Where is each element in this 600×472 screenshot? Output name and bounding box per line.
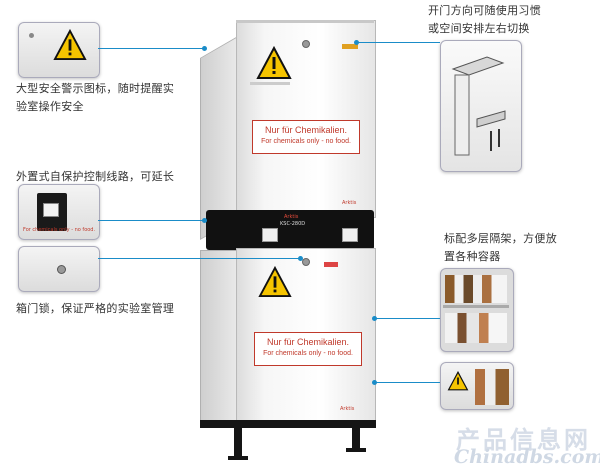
callout-dot-hinge	[354, 40, 359, 45]
upper-cabinet-door[interactable]	[236, 20, 376, 218]
upper-cabinet-top	[236, 20, 374, 23]
warning-triangle-icon	[447, 371, 469, 391]
stand-leg	[234, 428, 242, 458]
lower-label-en: For chemicals only - no food.	[263, 350, 353, 357]
caption-hinge: 开门方向可随使用习惯 或空间安排左右切换	[428, 4, 541, 35]
callout-line-warning	[98, 48, 204, 49]
lock-icon[interactable]	[302, 40, 310, 48]
thumb-shelves	[440, 268, 514, 352]
lower-chemical-label: Nur für Chemikalien. For chemicals only …	[254, 332, 362, 366]
upper-chemical-label: Nur für Chemikalien. For chemicals only …	[252, 120, 360, 154]
warning-triangle-icon	[53, 29, 87, 61]
callout-line-control	[98, 220, 204, 221]
socket-icon[interactable]	[262, 228, 278, 242]
upper-brand-badge	[342, 44, 358, 49]
thumb-warning	[18, 22, 100, 78]
shelf-divider	[443, 305, 509, 308]
upper-label-de: Nur für Chemikalien.	[264, 125, 348, 135]
stand-base	[200, 420, 376, 428]
control-brand: Arktis	[284, 214, 299, 220]
callout-dot-shelves	[372, 316, 377, 321]
control-model: KSC-280D	[280, 221, 306, 227]
callout-line-hinge	[356, 42, 440, 43]
lock-icon	[57, 265, 66, 274]
callout-line-lock	[98, 258, 300, 259]
thumb-hinge	[440, 40, 522, 172]
callout-line-shelves	[374, 318, 440, 319]
lower-brand-badge	[324, 262, 338, 267]
upper-brand-text: Arktis	[342, 200, 357, 206]
thumb-lock	[18, 246, 100, 292]
lower-cabinet-side	[200, 250, 238, 422]
stand-foot	[228, 456, 248, 460]
stand-leg	[352, 428, 360, 450]
socket-icon[interactable]	[342, 228, 358, 242]
thumb-warning-screw	[29, 33, 34, 38]
callout-dot-door	[372, 380, 377, 385]
upper-warning-caption	[250, 82, 290, 85]
caption-shelves: 标配多层隔架，方便放 置各种容器	[444, 232, 557, 263]
caption-warning: 大型安全警示图标，随时提醒实 验室操作安全	[16, 82, 175, 113]
callout-dot-lock	[298, 256, 303, 261]
caption-lock: 箱门锁，保证严格的实验室管理	[16, 302, 175, 315]
thumb-control: For chemicals only - no food.	[18, 184, 100, 240]
caption-control: 外置式自保护控制线路，可延长	[16, 170, 175, 183]
shelf-bottles-bottom	[445, 313, 507, 343]
watermark-en: Chinadbs.com	[454, 446, 600, 468]
warning-triangle-icon	[256, 46, 292, 79]
callout-dot-control	[202, 218, 207, 223]
lower-brand-text: Arktis	[340, 406, 355, 412]
callout-dot-warning	[202, 46, 207, 51]
callout-line-door	[374, 382, 440, 383]
socket-icon	[43, 203, 59, 217]
watermark-cn: 产品信息网	[456, 425, 591, 454]
warning-triangle-icon	[258, 266, 292, 298]
shelf-bottles-top	[445, 275, 507, 303]
lower-label-de: Nur für Chemikalien.	[266, 337, 350, 347]
thumb-door-bottles	[475, 369, 509, 405]
thumb-door-detail	[440, 362, 514, 410]
stand-foot	[346, 448, 366, 452]
lock-icon[interactable]	[302, 258, 310, 266]
thumb-control-label: For chemicals only - no food.	[23, 227, 96, 233]
hinge-icon	[451, 56, 506, 156]
upper-label-en: For chemicals only - no food.	[261, 138, 351, 145]
